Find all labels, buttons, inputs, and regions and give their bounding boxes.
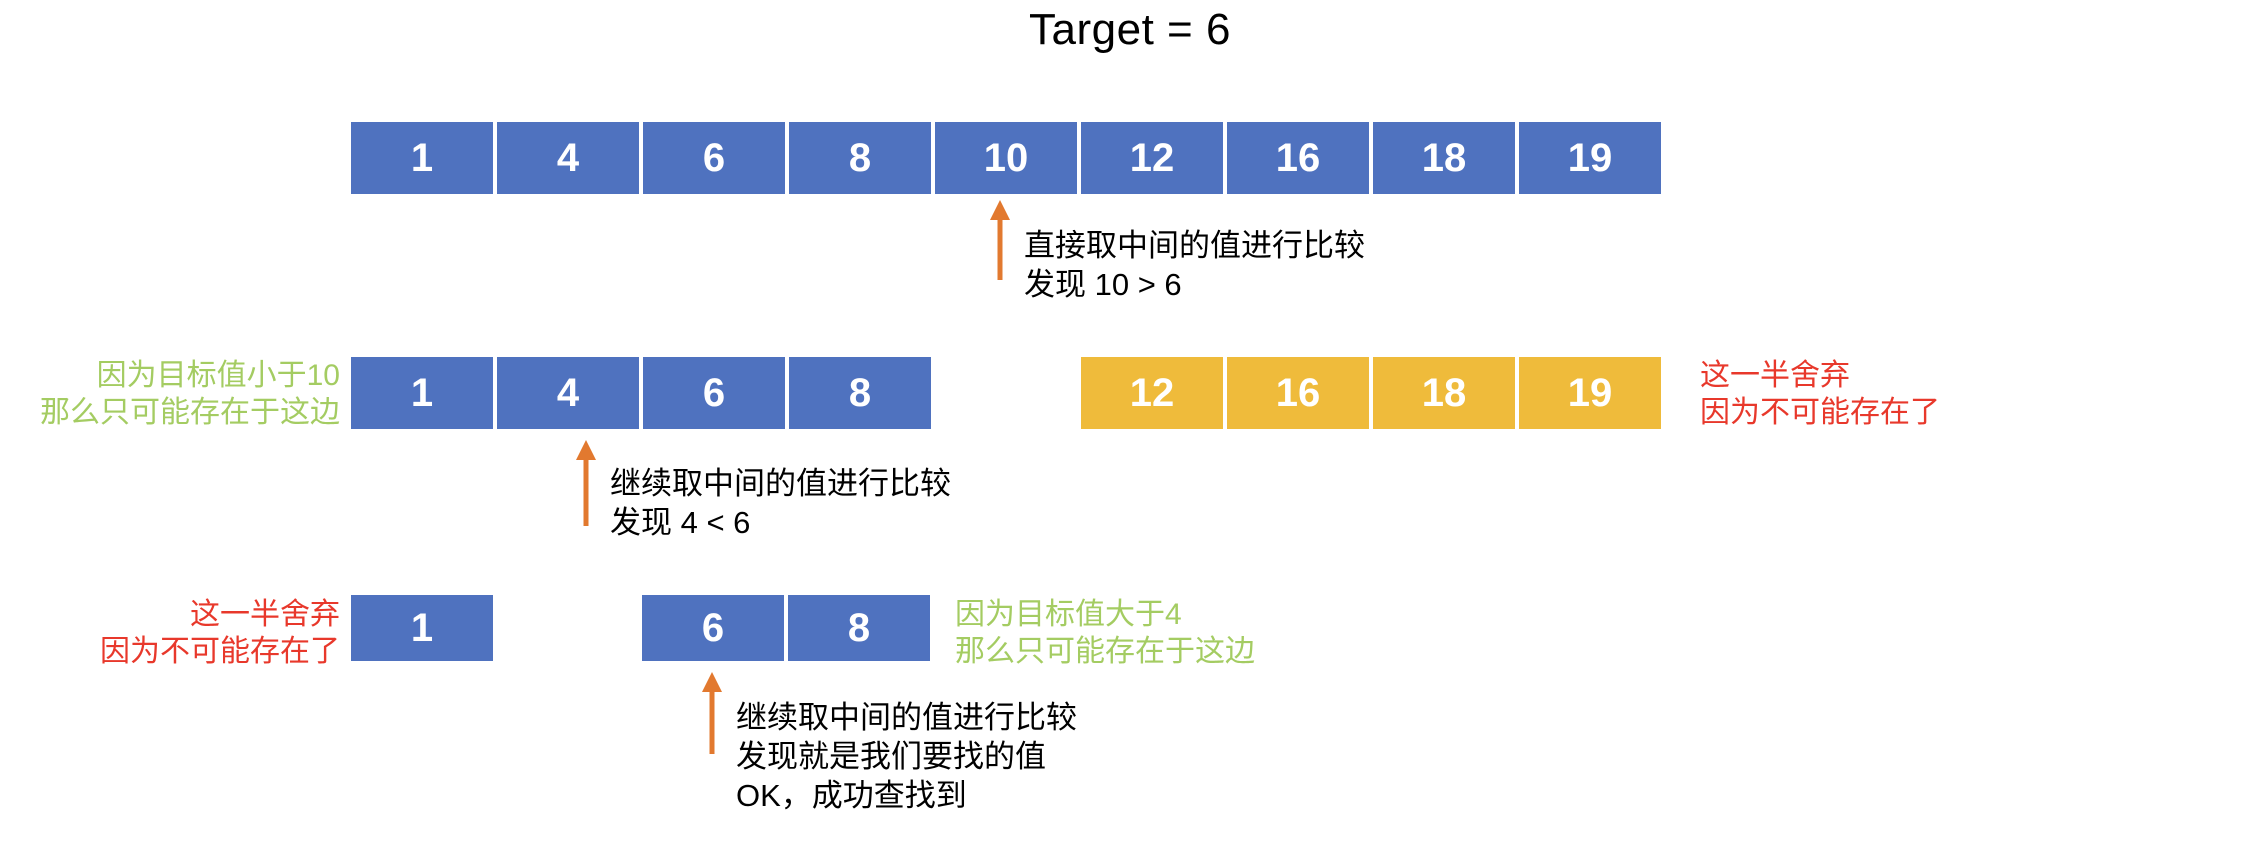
array-row-step2-discarded: 12 16 18 19 xyxy=(1081,357,1661,429)
note-discard-left-step2: 这一半舍弃 因为不可能存在了 xyxy=(100,598,340,668)
array-cell-discarded: 18 xyxy=(1373,357,1515,429)
array-cell-discarded: 16 xyxy=(1227,357,1369,429)
array-cell: 12 xyxy=(1081,122,1223,194)
array-cell-mid: 6 xyxy=(642,595,784,661)
up-arrow-icon xyxy=(576,440,596,526)
array-cell: 6 xyxy=(643,357,785,429)
array-cell-discarded: 12 xyxy=(1081,357,1223,429)
array-cell: 8 xyxy=(788,595,930,661)
note-keep-right-step2: 因为目标值大于4 那么只可能存在于这边 xyxy=(955,598,1255,668)
array-row-step1: 1 4 6 8 10 12 16 18 19 xyxy=(351,122,1661,194)
array-cell: 8 xyxy=(789,357,931,429)
array-cell: 1 xyxy=(351,357,493,429)
note-discard-right-step1: 这一半舍弃 因为不可能存在了 xyxy=(1700,359,1940,429)
callout-step2-text: 继续取中间的值进行比较 发现 4 < 6 xyxy=(610,466,951,541)
note-keep-left-step1: 因为目标值小于10 那么只可能存在于这边 xyxy=(40,359,340,429)
array-row-step2-kept: 1 4 6 8 xyxy=(351,357,931,429)
array-cell: 18 xyxy=(1373,122,1515,194)
up-arrow-icon xyxy=(990,200,1010,280)
callout-step3-text: 继续取中间的值进行比较 发现就是我们要找的值 OK，成功查找到 xyxy=(736,700,1077,814)
array-cell-discarded: 1 xyxy=(351,595,493,661)
callout-step1-text: 直接取中间的值进行比较 发现 10 > 6 xyxy=(1024,228,1365,303)
array-cell-mid: 10 xyxy=(935,122,1077,194)
array-cell: 1 xyxy=(351,122,493,194)
up-arrow-icon xyxy=(702,672,722,754)
array-cell: 8 xyxy=(789,122,931,194)
array-cell: 6 xyxy=(643,122,785,194)
array-cell: 19 xyxy=(1519,122,1661,194)
array-row-step3-discarded: 1 xyxy=(351,595,493,661)
array-cell-discarded: 19 xyxy=(1519,357,1661,429)
array-cell-mid: 4 xyxy=(497,357,639,429)
page-title: Target = 6 xyxy=(1029,5,1231,54)
array-cell: 16 xyxy=(1227,122,1369,194)
array-cell: 4 xyxy=(497,122,639,194)
array-row-step3-kept: 6 8 xyxy=(642,595,930,661)
